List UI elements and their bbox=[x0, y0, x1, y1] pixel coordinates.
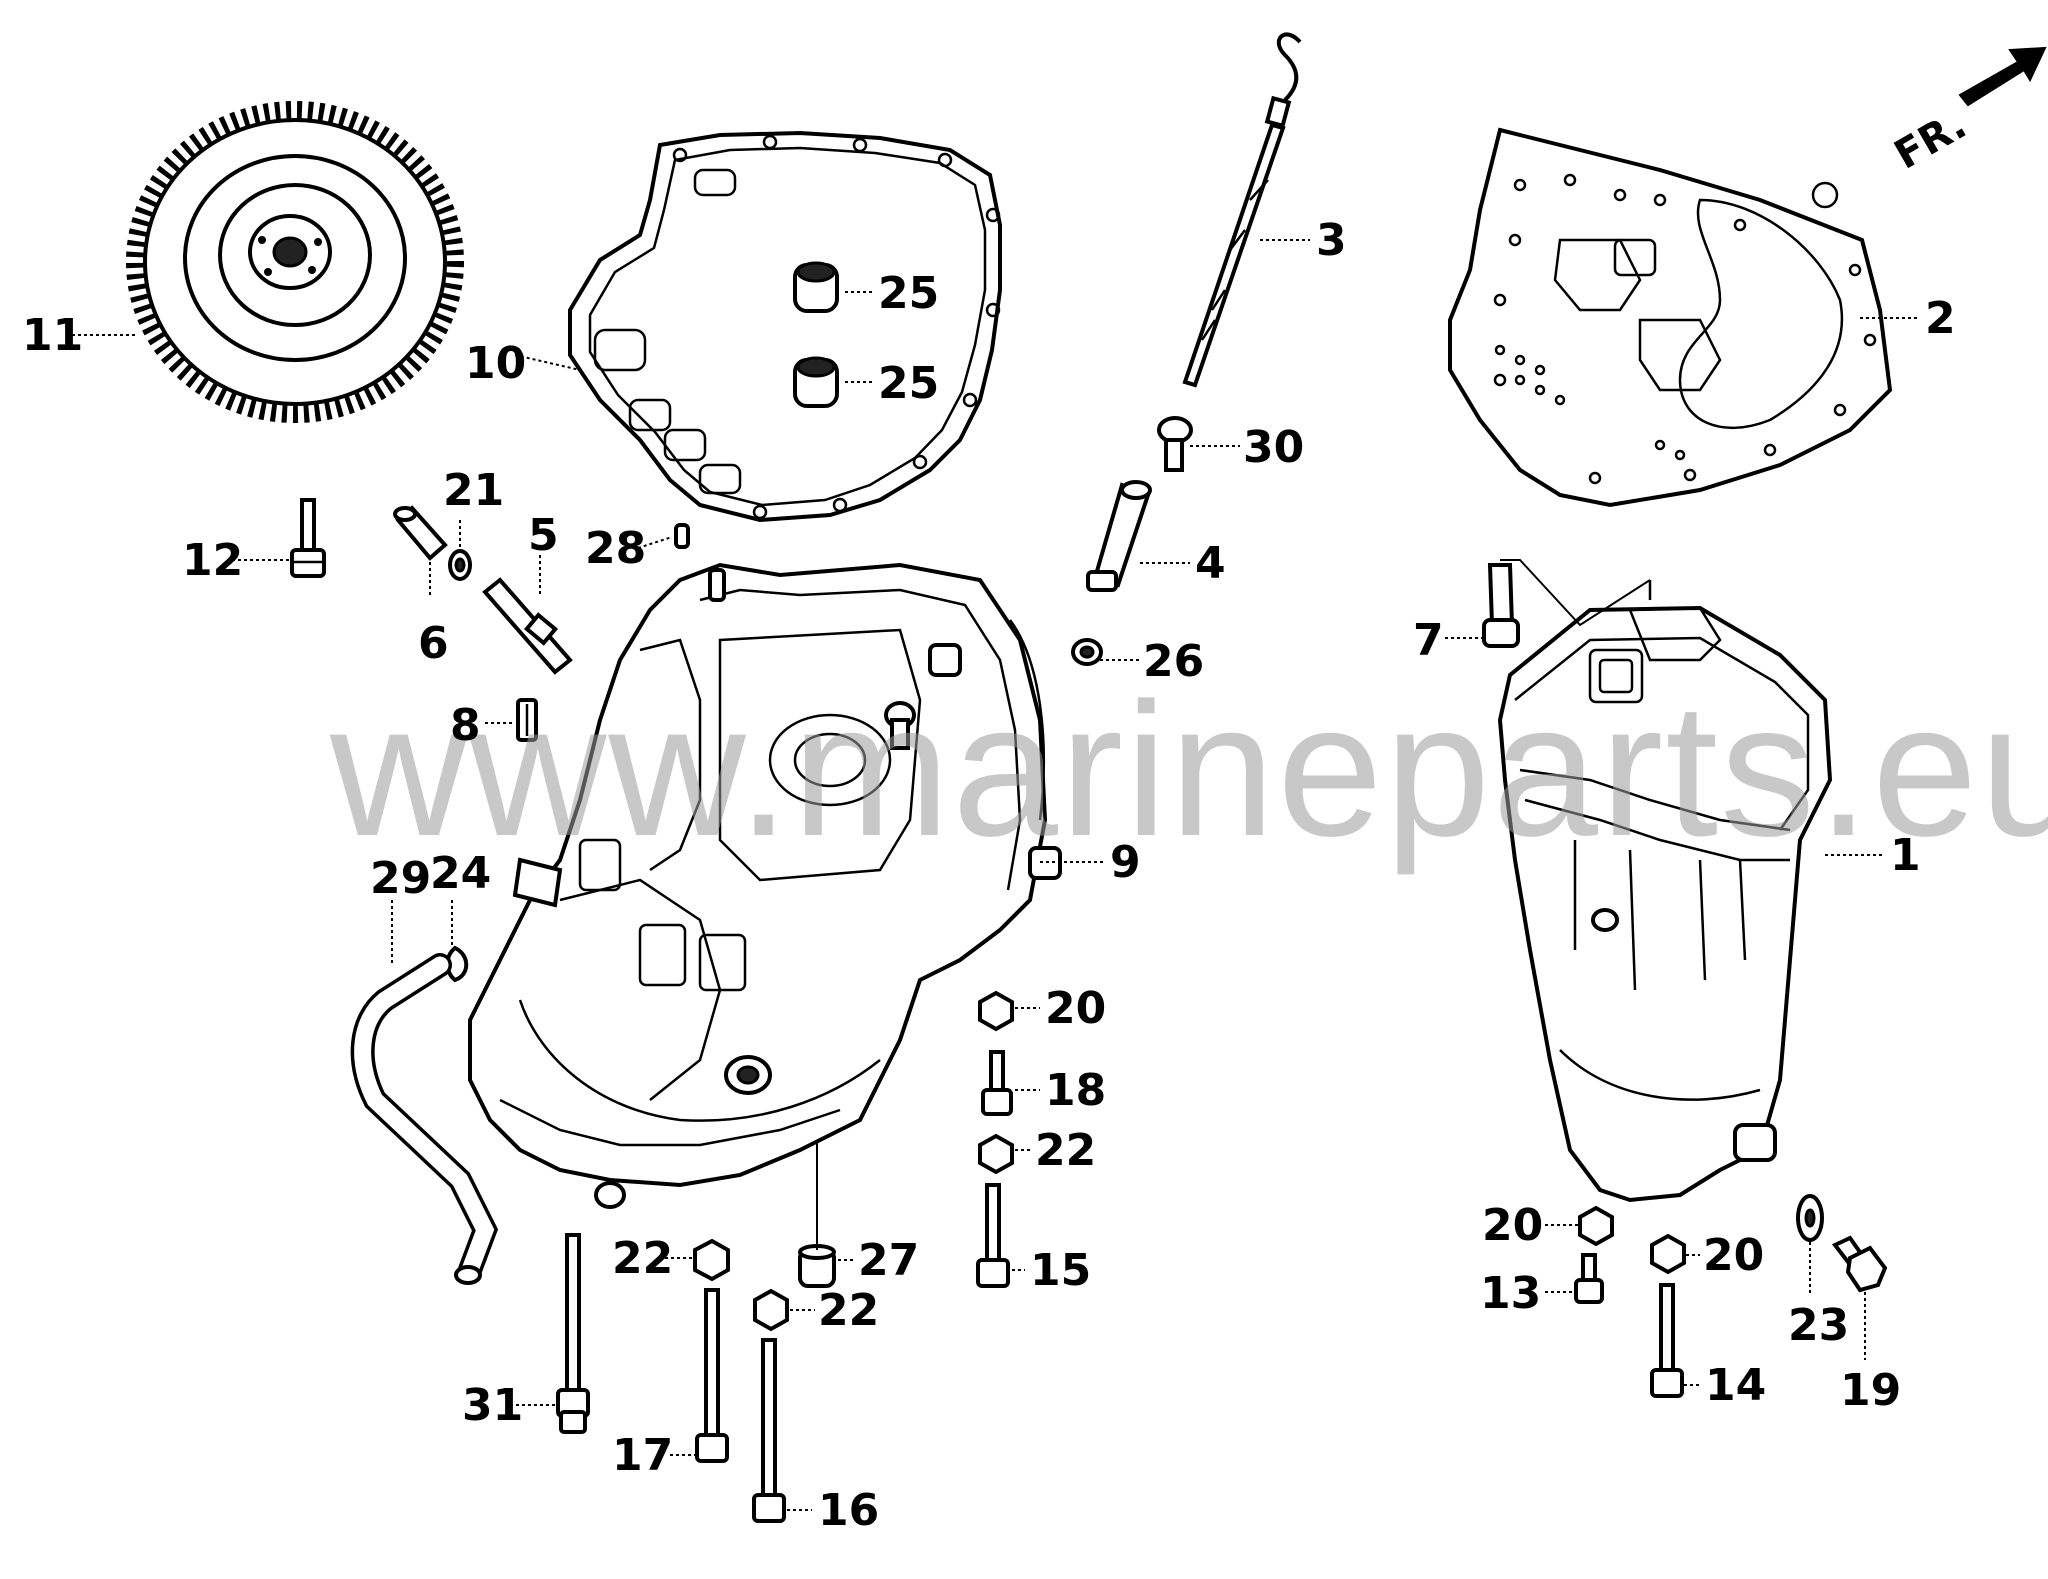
oil-case bbox=[1497, 580, 1833, 1203]
joint-6 bbox=[393, 505, 448, 561]
callout-13: 13 bbox=[1480, 1268, 1541, 1319]
seal-rubber-upper bbox=[793, 261, 839, 313]
callout-9: 9 bbox=[1110, 837, 1141, 888]
callout-22-mid: 22 bbox=[612, 1233, 673, 1284]
callout-1: 1 bbox=[1890, 830, 1921, 881]
mount-gasket bbox=[1448, 127, 1893, 508]
callout-21: 21 bbox=[443, 465, 504, 516]
callout-6: 6 bbox=[418, 618, 449, 669]
seal-rubber-lower bbox=[793, 356, 839, 408]
nut-20-upper bbox=[978, 990, 1014, 1032]
oil-pan bbox=[468, 562, 1062, 1209]
oil-pan-gasket bbox=[568, 130, 1002, 523]
callout-3: 3 bbox=[1316, 215, 1347, 266]
bolt-18 bbox=[981, 1050, 1013, 1116]
oil-dipstick bbox=[1182, 32, 1302, 388]
callout-30: 30 bbox=[1243, 422, 1304, 473]
callout-16: 16 bbox=[818, 1485, 879, 1536]
callout-22-low: 22 bbox=[818, 1285, 879, 1336]
callout-14: 14 bbox=[1705, 1360, 1766, 1411]
dipstick-seal bbox=[1157, 416, 1193, 472]
bolt-17 bbox=[695, 1288, 729, 1463]
callout-7: 7 bbox=[1413, 615, 1444, 666]
callout-27: 27 bbox=[858, 1235, 919, 1286]
front-direction-indicator: FR. bbox=[1887, 46, 2047, 179]
callout-26: 26 bbox=[1143, 636, 1204, 687]
nut-20-left bbox=[1578, 1205, 1614, 1247]
callout-25-lower: 25 bbox=[878, 358, 939, 409]
callout-8: 8 bbox=[450, 700, 481, 751]
bolt-14 bbox=[1650, 1283, 1684, 1398]
bolt-27 bbox=[798, 1244, 836, 1288]
callout-28: 28 bbox=[585, 523, 646, 574]
clip-24 bbox=[445, 945, 469, 983]
nut-20-right bbox=[1650, 1233, 1686, 1275]
drain-bolt-19 bbox=[1831, 1235, 1888, 1293]
callout-2: 2 bbox=[1925, 293, 1956, 344]
nut-22-right bbox=[978, 1133, 1014, 1175]
washer-26 bbox=[1071, 638, 1103, 666]
bolt-12 bbox=[290, 498, 326, 578]
hose-29 bbox=[350, 953, 499, 1285]
callout-31: 31 bbox=[462, 1380, 523, 1431]
callout-19: 19 bbox=[1840, 1365, 1901, 1416]
dipstick-guide bbox=[1086, 480, 1152, 592]
callout-10: 10 bbox=[465, 338, 526, 389]
bolt-7 bbox=[1482, 563, 1520, 648]
front-direction-label: FR. bbox=[1887, 102, 1974, 179]
callout-25-upper: 25 bbox=[878, 268, 939, 319]
callout-23: 23 bbox=[1788, 1300, 1849, 1351]
callout-18: 18 bbox=[1045, 1065, 1106, 1116]
nut-22-mid bbox=[693, 1238, 730, 1282]
leader-lines bbox=[72, 239, 1920, 1511]
callout-20-upper: 20 bbox=[1045, 983, 1106, 1034]
dowel-28 bbox=[674, 523, 690, 549]
watermark: www.marineparts.eu bbox=[329, 664, 2048, 876]
callout-labels: 1 2 3 4 5 6 7 8 9 10 11 12 13 14 15 16 1… bbox=[22, 215, 1956, 1536]
pin-8 bbox=[516, 698, 538, 742]
bolt-15 bbox=[976, 1183, 1010, 1288]
nut-22-low bbox=[753, 1288, 789, 1332]
callout-20-left: 20 bbox=[1482, 1200, 1543, 1251]
callout-12: 12 bbox=[182, 535, 243, 586]
callout-15: 15 bbox=[1030, 1245, 1091, 1296]
callout-22-right: 22 bbox=[1035, 1125, 1096, 1176]
callout-17: 17 bbox=[612, 1430, 673, 1481]
bolt-16 bbox=[752, 1338, 786, 1523]
flywheel bbox=[126, 101, 464, 423]
bolt-13 bbox=[1574, 1253, 1604, 1304]
callout-24: 24 bbox=[430, 848, 491, 899]
bolt-31 bbox=[556, 1233, 590, 1434]
callout-29: 29 bbox=[370, 853, 431, 904]
pipe-5 bbox=[482, 577, 573, 675]
callout-4: 4 bbox=[1195, 538, 1226, 589]
callout-20-right: 20 bbox=[1703, 1230, 1764, 1281]
callout-5: 5 bbox=[528, 510, 559, 561]
washer-21 bbox=[448, 549, 472, 581]
washer-23 bbox=[1796, 1194, 1824, 1242]
callout-11: 11 bbox=[22, 310, 83, 361]
